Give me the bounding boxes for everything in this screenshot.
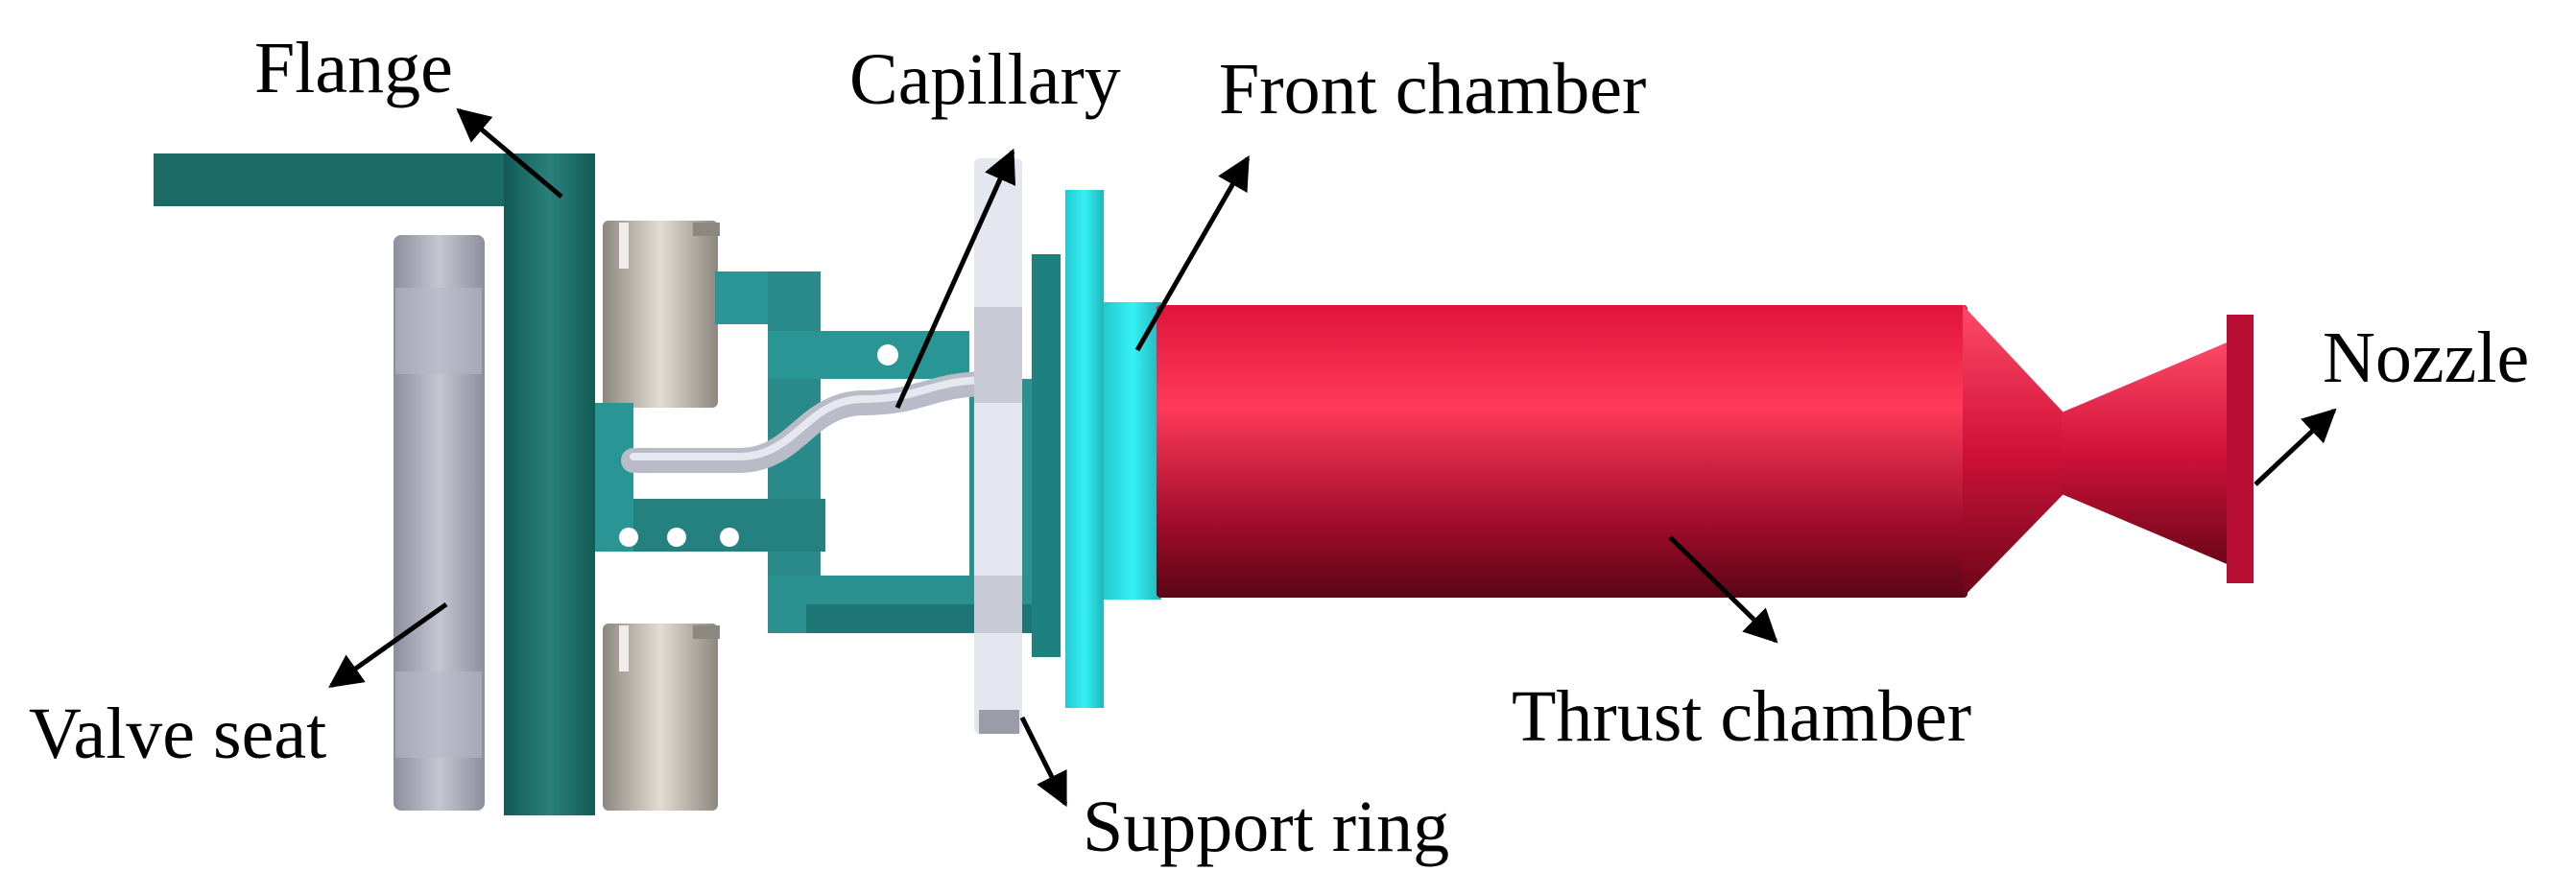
front-chamber-label: Front chamber [1219, 49, 1646, 130]
valve-seat [394, 235, 485, 811]
leader-arrows [328, 107, 2337, 808]
valve-seat-arrow [328, 601, 448, 689]
nozzle [2062, 315, 2254, 583]
capillary-tube [621, 371, 1001, 473]
bolt-spacers [603, 221, 720, 811]
capillary-label: Capillary [849, 39, 1121, 120]
nozzle-label: Nozzle [2323, 318, 2529, 398]
flange-arrow [456, 107, 563, 199]
nozzle-arrow [2254, 408, 2337, 486]
support-ring [974, 158, 1022, 734]
front-chamber [1032, 190, 1161, 708]
support-ring-label: Support ring [1083, 787, 1449, 867]
thrust-chamber-arrow [1668, 535, 1778, 644]
thrust-chamber [1157, 305, 2063, 598]
flange-label: Flange [254, 28, 453, 108]
front-chamber-arrow [1134, 154, 1251, 352]
thrust-chamber-label: Thrust chamber [1512, 676, 1971, 757]
valve-seat-label: Valve seat [29, 694, 326, 774]
flange [154, 153, 595, 815]
capillary-arrow [894, 148, 1016, 410]
support-ring-arrow [1019, 716, 1068, 808]
